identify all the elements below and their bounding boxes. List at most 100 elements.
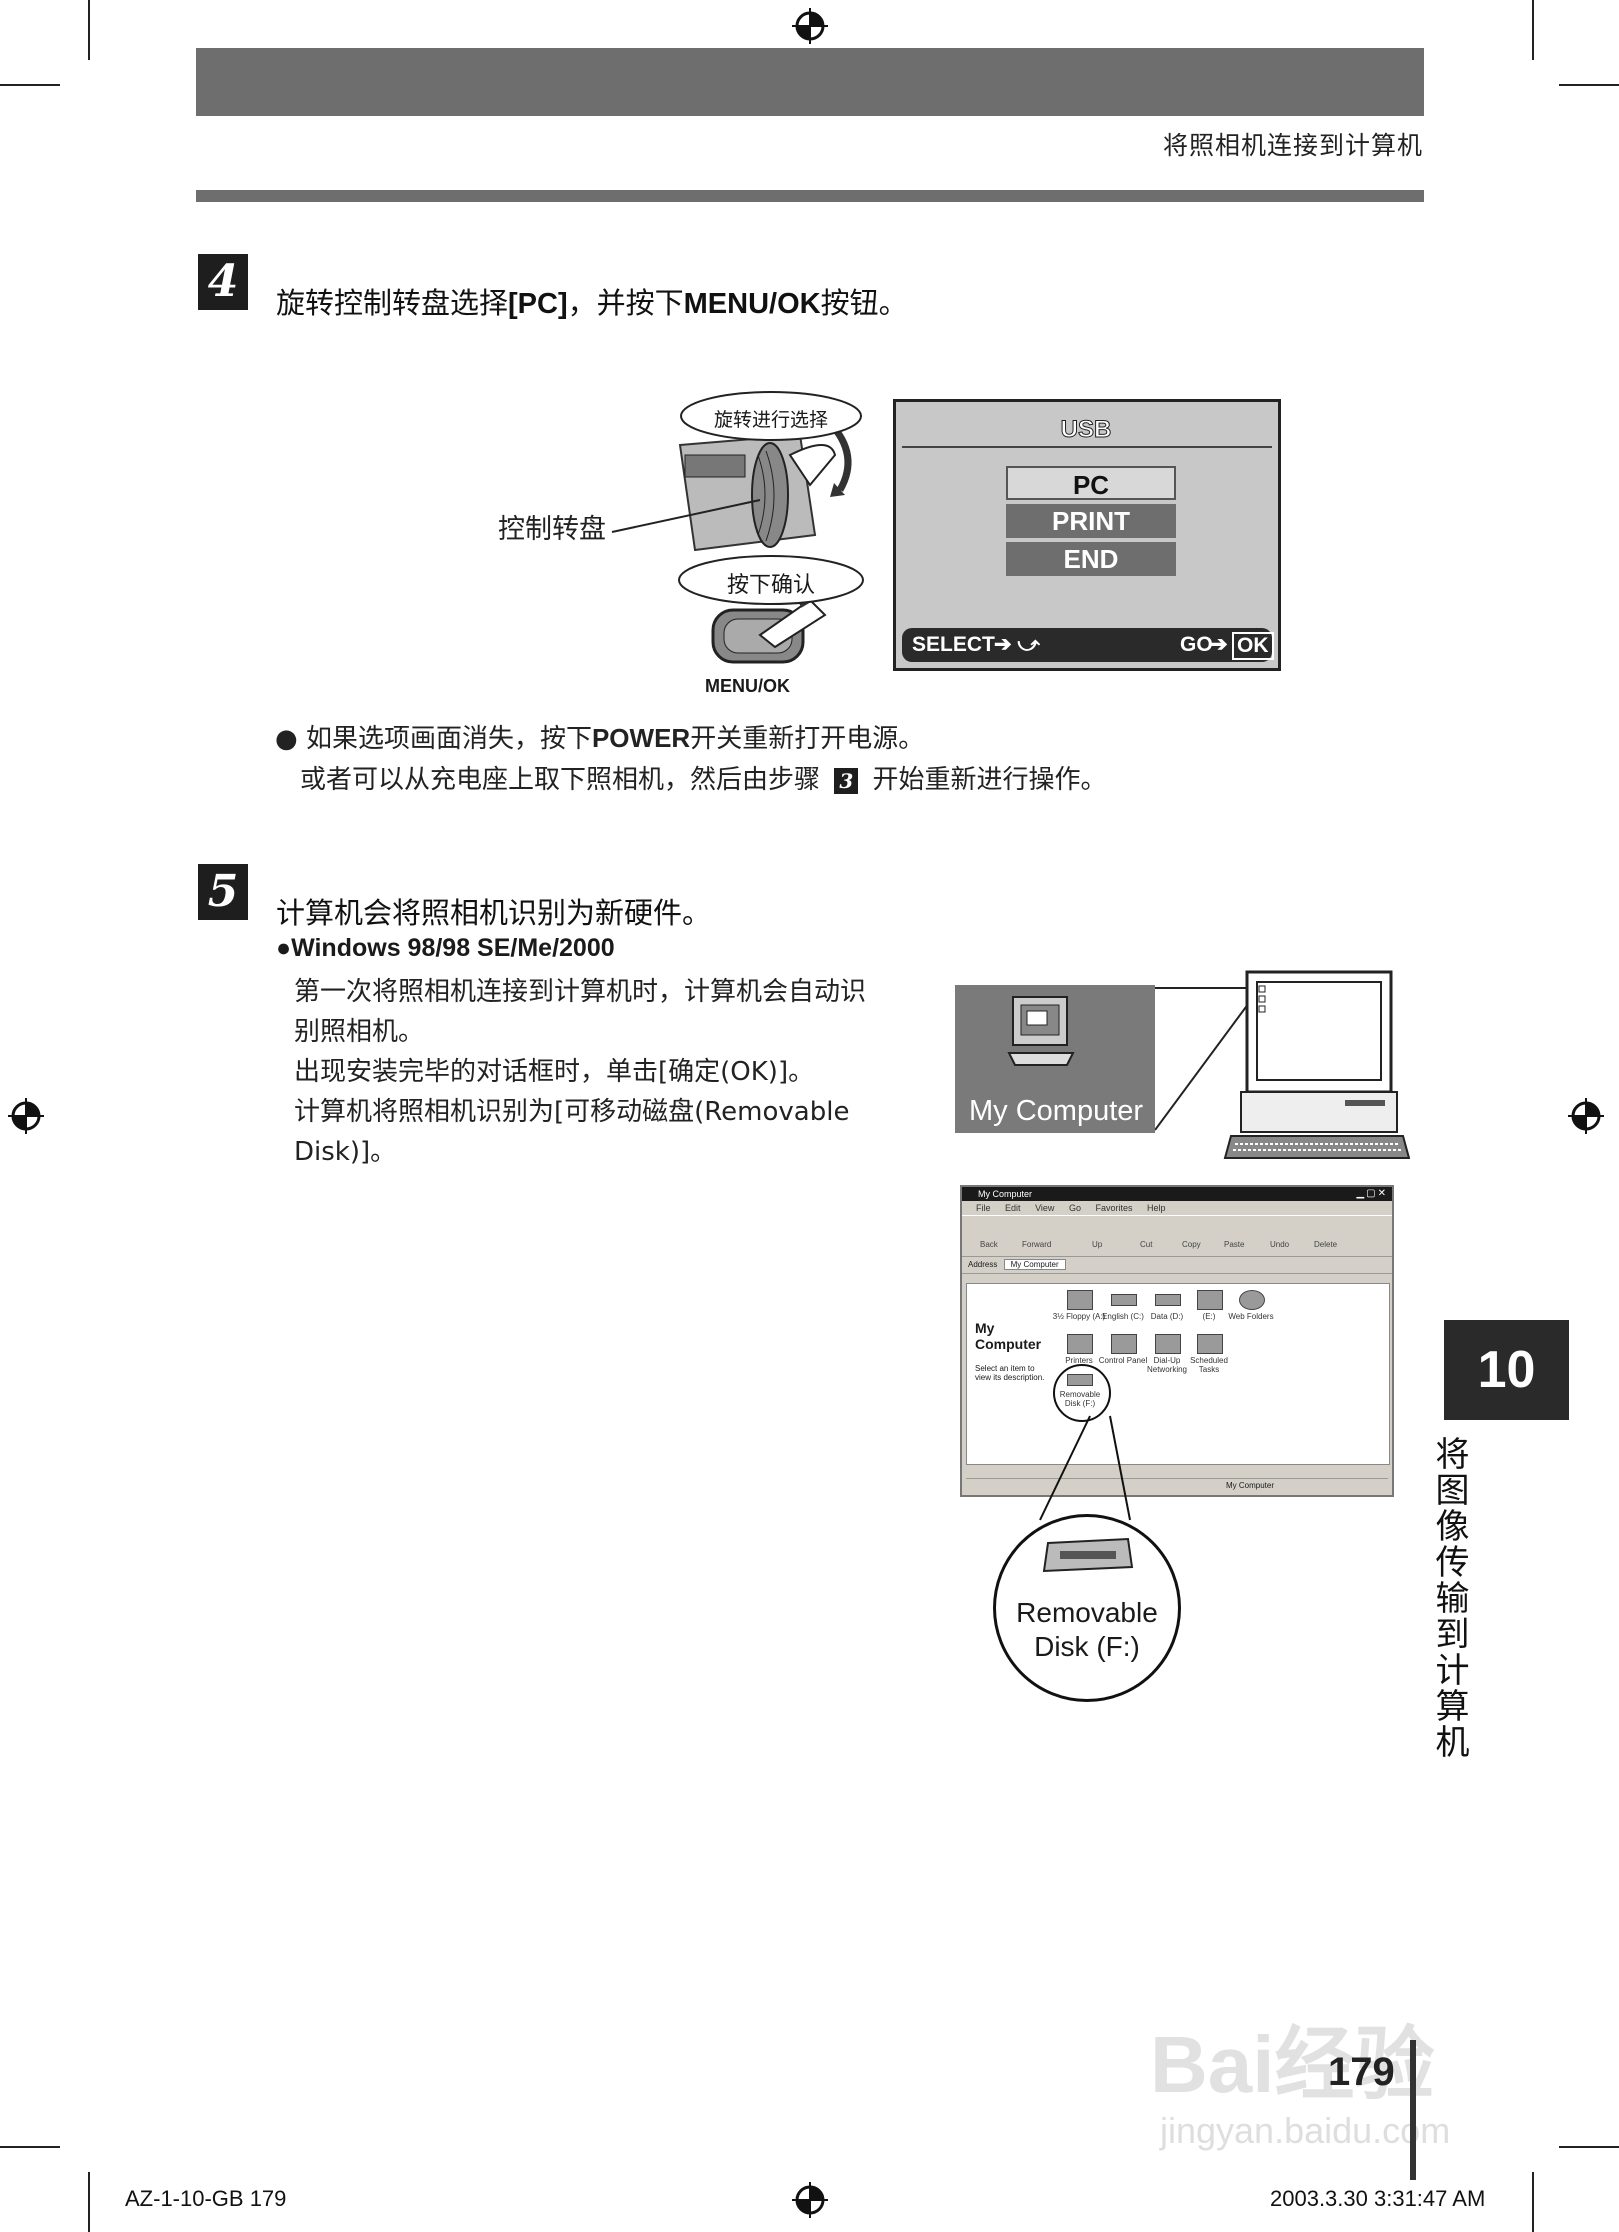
step5-para1b: 别照相机。 — [294, 1017, 425, 1047]
scheduled-tasks-icon[interactable] — [1197, 1334, 1223, 1354]
callout-rotate: 旋转进行选择 — [713, 409, 828, 431]
control-panel-icon[interactable] — [1111, 1334, 1137, 1354]
note-text: 开始重新进行操作。 — [872, 765, 1107, 795]
lcd-option-print[interactable]: PRINT — [1006, 504, 1176, 538]
crop-mark — [1532, 2172, 1534, 2232]
removable-disk-icon[interactable] — [1067, 1374, 1093, 1386]
lcd-footer: SELECT ➔ ⤻ GO ➔ OK — [902, 628, 1274, 662]
arrow-right-icon: ➔ ⤻ — [994, 633, 1040, 656]
running-title: 将照相机连接到计算机 — [1162, 131, 1423, 160]
lcd-header: USB — [1060, 416, 1112, 444]
callout-press: 按下确认 — [726, 573, 815, 598]
note-text: 开关重新打开电源。 — [690, 724, 925, 754]
window-controls[interactable]: ▁▢✕ — [1356, 1188, 1388, 1199]
window-toolbar: Back Forward Up Cut Copy Paste Undo Dele… — [962, 1215, 1392, 1257]
registration-mark-icon — [792, 8, 828, 44]
toolbar-delete[interactable]: Delete — [1314, 1240, 1338, 1249]
menu-help[interactable]: Help — [1147, 1203, 1166, 1213]
toolbar-up[interactable]: Up — [1092, 1240, 1103, 1249]
icon-label: English (C:) — [1102, 1312, 1144, 1321]
step-number-4: 4 — [198, 254, 248, 310]
toolbar-cut[interactable]: Cut — [1140, 1240, 1153, 1249]
registration-mark-icon — [8, 1098, 44, 1134]
crop-mark — [1532, 0, 1534, 60]
icon-label: Removable Disk (F:) — [1059, 1390, 1101, 1408]
toolbar-copy[interactable]: Copy — [1182, 1240, 1201, 1249]
step4-title-text: 按钮。 — [820, 286, 908, 320]
removable-disk-icon — [1042, 1537, 1134, 1573]
icon-label: Printers — [1065, 1356, 1093, 1365]
note-power: ● 如果选项画面消失，按下POWER开关重新打开电源。 — [275, 718, 924, 759]
zoom-label-1: Removable — [1016, 1597, 1158, 1628]
lcd-option-pc[interactable]: PC — [1006, 466, 1176, 500]
window-menu: File Edit View Go Favorites Help — [962, 1201, 1392, 1215]
side-hint-2: view its description. — [975, 1373, 1045, 1382]
leader-line — [611, 499, 761, 533]
address-bar[interactable]: Address My Computer — [962, 1257, 1392, 1274]
icon-label: (E:) — [1202, 1312, 1216, 1321]
menu-go[interactable]: Go — [1068, 1203, 1081, 1213]
printers-icon[interactable] — [1067, 1334, 1093, 1354]
dial-label: 控制转盘 — [498, 514, 606, 545]
my-computer-icon[interactable] — [1007, 995, 1077, 1075]
icon-label: Control Panel — [1098, 1356, 1148, 1365]
icon-label: Web Folders — [1228, 1312, 1274, 1321]
hard-drive-icon[interactable] — [1155, 1294, 1181, 1306]
lcd-divider — [902, 446, 1272, 448]
bullet-icon: ● — [276, 934, 292, 962]
icon-label: Data (D:) — [1150, 1312, 1184, 1321]
camera-dial-illustration — [611, 415, 852, 664]
address-value[interactable]: My Computer — [1003, 1259, 1066, 1270]
desktop-icon-panel: My Computer — [955, 985, 1155, 1133]
icon-label: Dial-Up Networking — [1146, 1356, 1187, 1374]
lcd-footer-select: SELECT — [912, 633, 995, 656]
header-bar — [196, 48, 1424, 116]
floppy-drive-icon[interactable] — [1067, 1290, 1093, 1310]
menu-ok-label: MENU/OK — [705, 676, 790, 696]
my-computer-window: My Computer ▁▢✕ File Edit View Go Favori… — [960, 1185, 1394, 1497]
menu-view[interactable]: View — [1035, 1203, 1055, 1213]
note-cradle: 或者可以从充电座上取下照相机，然后由步骤 3 开始重新进行操作。 — [300, 760, 1107, 800]
page-number: 179 — [1328, 2050, 1395, 2094]
step-ref-badge: 3 — [834, 767, 859, 794]
crop-mark — [0, 2146, 60, 2148]
crop-mark — [1559, 2146, 1619, 2148]
crop-mark — [88, 2172, 90, 2232]
callout-bubble-icon — [680, 391, 862, 441]
bullet-icon: ● — [275, 724, 298, 754]
toolbar-back[interactable]: Back — [980, 1240, 998, 1249]
chapter-title: 将图像传输到计算机 — [1429, 1436, 1469, 1760]
side-title-1: My — [975, 1320, 995, 1336]
dial-up-networking-icon[interactable] — [1155, 1334, 1181, 1354]
window-title: My Computer — [962, 1187, 1392, 1201]
page-edge-bar — [1410, 2040, 1416, 2180]
callout-bubble-icon — [678, 555, 864, 605]
note-power-word: POWER — [591, 723, 691, 753]
arrow-right-icon: ➔ — [1210, 633, 1228, 656]
step4-title: 旋转控制转盘选择[PC]，并按下MENU/OK按钮。 — [276, 280, 908, 322]
removable-disk-highlight — [1053, 1364, 1111, 1422]
lcd-footer-go: GO — [1180, 633, 1213, 656]
toolbar-undo[interactable]: Undo — [1270, 1240, 1290, 1249]
menu-favorites[interactable]: Favorites — [1095, 1203, 1133, 1213]
lcd-option-end[interactable]: END — [1006, 542, 1176, 576]
crop-mark — [0, 84, 60, 86]
hard-drive-icon[interactable] — [1111, 1294, 1137, 1306]
crop-mark — [88, 0, 90, 60]
menu-edit[interactable]: Edit — [1005, 1203, 1021, 1213]
zoom-circle: Removable Disk (F:) — [993, 1514, 1181, 1702]
zoom-label-2: Disk (F:) — [1034, 1631, 1140, 1662]
toolbar-paste[interactable]: Paste — [1224, 1240, 1245, 1249]
address-label: Address — [968, 1260, 998, 1269]
footer-right: 2003.3.30 3:31:47 AM — [1270, 2186, 1486, 2211]
status-text: My Computer — [1226, 1481, 1275, 1490]
web-folders-icon[interactable] — [1239, 1290, 1265, 1310]
step5-title: 计算机会将照相机识别为新硬件。 — [276, 896, 712, 930]
side-title-2: Computer — [975, 1336, 1042, 1352]
zoom-lines — [1039, 1415, 1131, 1521]
watermark-url: jingyan.baidu.com — [1160, 2110, 1451, 2151]
toolbar-forward[interactable]: Forward — [1022, 1240, 1052, 1249]
menu-file[interactable]: File — [976, 1203, 991, 1213]
cd-drive-icon[interactable] — [1197, 1290, 1223, 1310]
icon-label: 3½ Floppy (A:) — [1052, 1312, 1106, 1321]
